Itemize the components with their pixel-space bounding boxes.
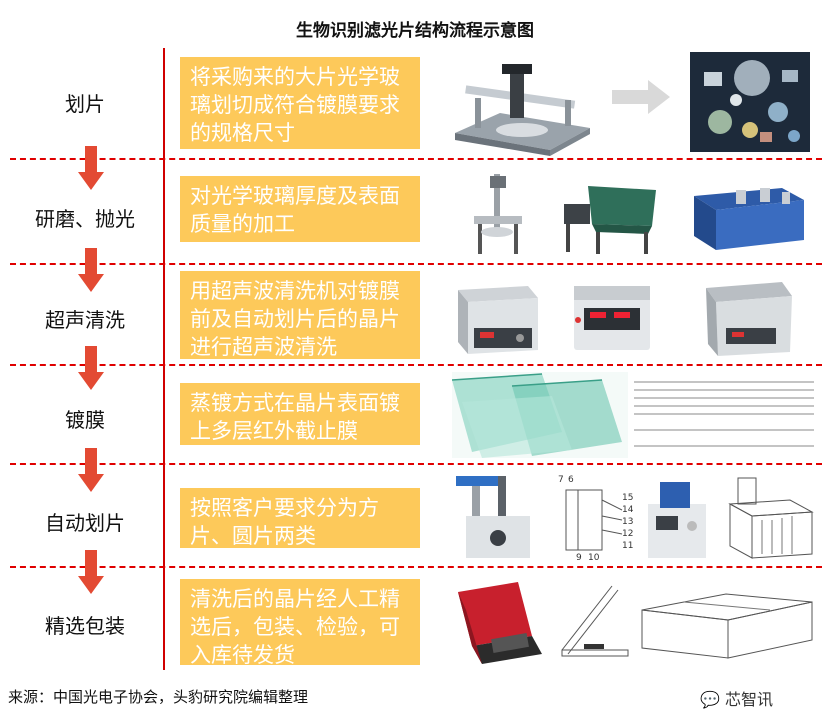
coated-glass-plates-image (452, 372, 628, 458)
ultrasonic-cleaner-3-image (690, 270, 798, 360)
dicing-fixture-drawing (716, 470, 820, 562)
down-arrow-icon (78, 550, 104, 594)
grinding-machine-image (686, 176, 810, 256)
packaging-box-drawing (636, 580, 822, 660)
source-note: 来源：中国光电子协会，头豹研究院编辑整理 (8, 688, 309, 706)
glass-pieces-image (690, 52, 810, 152)
laser-marking-machine-image (452, 470, 542, 560)
row-divider (10, 364, 822, 366)
ultrasonic-cleaner-2-image (562, 272, 658, 360)
row-divider (10, 566, 822, 568)
step-label-6: 精选包装 (45, 614, 125, 638)
step-label-5: 自动划片 (45, 511, 125, 535)
patent-ref-label: 14 (622, 505, 634, 515)
film-layers-diagram (632, 372, 822, 458)
step-description-6: 清洗后的晶片经人工精选后，包装、检验，可入库待发货 (180, 579, 420, 667)
step-label-2: 研磨、抛光 (35, 207, 135, 231)
patent-ref-label: 6 (568, 475, 574, 485)
watermark-logo: 💬 芯智讯 (700, 686, 773, 710)
step-description-4: 蒸镀方式在晶片表面镀上多层红外截止膜 (180, 383, 420, 445)
wechat-icon: 💬 (700, 690, 726, 709)
patent-ref-label: 12 (622, 529, 633, 539)
patent-ref-label: 13 (622, 517, 633, 527)
down-arrow-icon (78, 346, 104, 390)
row-divider (10, 463, 822, 465)
patent-ref-label: 11 (622, 541, 633, 551)
scribing-machine-image (440, 58, 600, 156)
down-arrow-icon (78, 448, 104, 492)
packaging-tray-drawing (552, 576, 634, 666)
diagram-title: 生物识别滤光片结构流程示意图 (296, 21, 534, 41)
patent-ref-label: 9 (576, 553, 582, 563)
step-label-4: 镀膜 (65, 408, 105, 432)
step-label-3: 超声清洗 (45, 308, 125, 332)
ultrasonic-cleaner-1-image (448, 272, 544, 360)
step-description-5: 按照客户要求分为方片、圆片两类 (180, 488, 420, 548)
step-label-1: 划片 (65, 92, 105, 116)
patent-drawing-frame: 7 6 15 14 13 12 11 9 10 (548, 470, 638, 564)
row-divider (10, 263, 822, 265)
step-description-1: 将采购来的大片光学玻璃划切成符合镀膜要求的规格尺寸 (180, 57, 420, 149)
step-description-3: 用超声波清洗机对镀膜前及自动划片后的晶片进行超声波清洗 (180, 271, 420, 359)
process-arrow-icon (612, 80, 670, 114)
polishing-machine-image (556, 176, 668, 256)
patent-ref-label: 15 (622, 493, 633, 503)
vertical-divider (163, 48, 165, 670)
dicing-machine-image (642, 476, 712, 562)
row-divider (10, 158, 822, 160)
thickness-gauge-image (452, 166, 544, 258)
watermark-text: 芯智讯 (725, 690, 774, 709)
package-box-image (452, 576, 548, 666)
down-arrow-icon (78, 248, 104, 292)
step-description-2: 对光学玻璃厚度及表面质量的加工 (180, 176, 420, 242)
patent-ref-label: 7 (558, 475, 564, 485)
down-arrow-icon (78, 146, 104, 190)
patent-ref-label: 10 (588, 553, 600, 563)
